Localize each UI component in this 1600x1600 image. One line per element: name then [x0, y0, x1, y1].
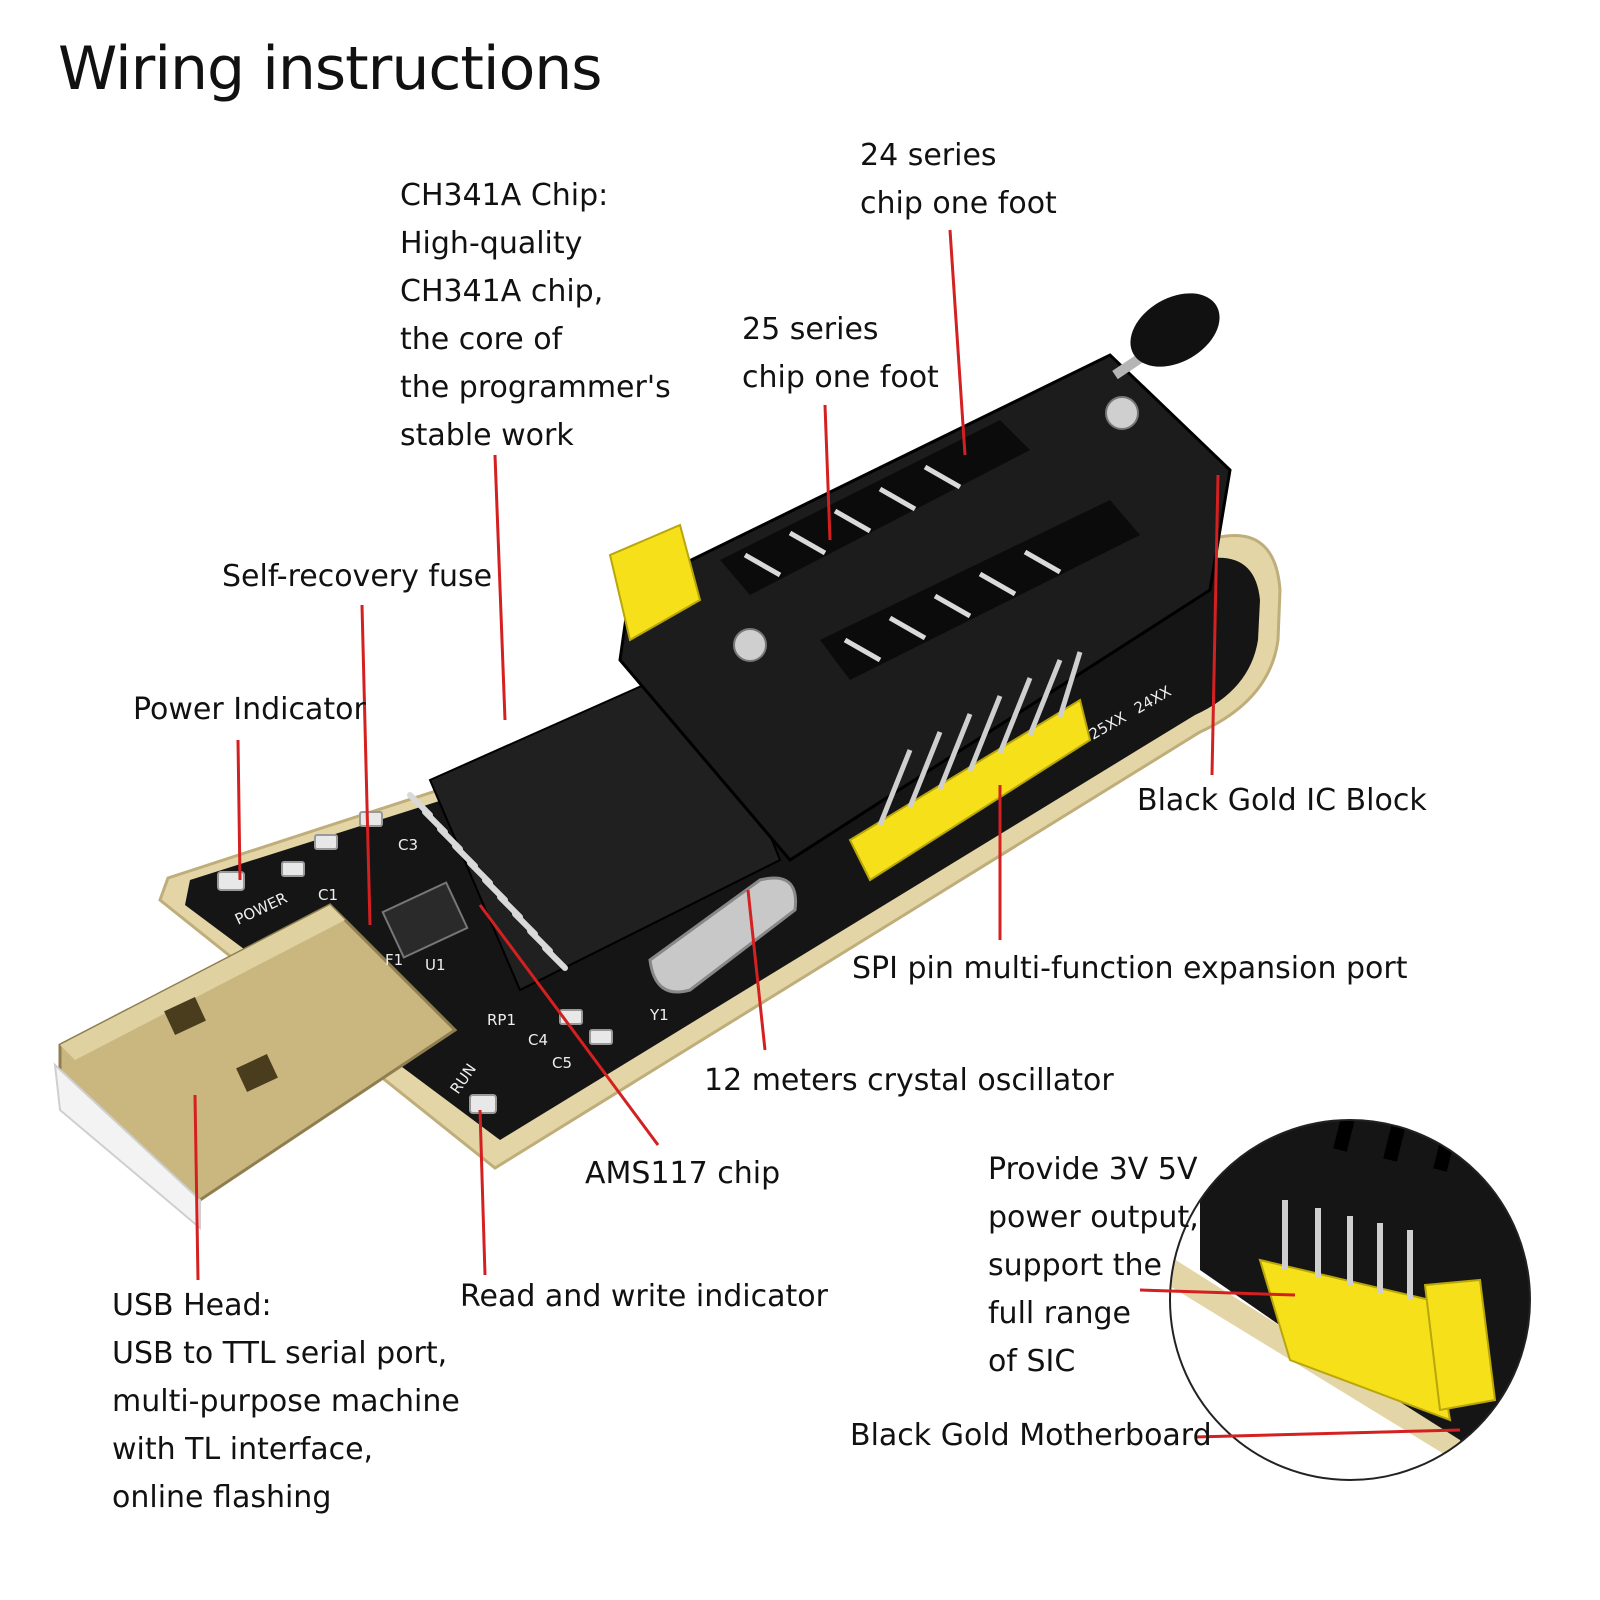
silk-c1: C1 [318, 886, 338, 904]
page-title: Wiring instructions [58, 34, 603, 104]
power-led [217, 871, 245, 891]
socket-contacts [743, 464, 1062, 663]
usb-contact-window [164, 997, 206, 1035]
label-power-indicator: Power Indicator [133, 692, 366, 727]
zif-socket [618, 293, 1232, 862]
usb-contact-window [236, 1054, 278, 1092]
leader-fuse [360, 604, 372, 926]
silk-c5: C5 [552, 1054, 572, 1072]
label-fuse: Self-recovery fuse [222, 559, 493, 594]
silk-c4: C4 [528, 1031, 548, 1049]
inset-jumper [1423, 1278, 1497, 1412]
silk-u1: U1 [425, 956, 446, 974]
leader-motherboard [1194, 1428, 1461, 1439]
label-ams117: AMS117 chip [585, 1156, 781, 1191]
inset-header [1258, 1258, 1452, 1422]
label-ic-block: Black Gold IC Block [1137, 783, 1427, 818]
chip-pins [407, 792, 568, 971]
run-led [469, 1094, 497, 1114]
spi-header [848, 651, 1092, 882]
leader-ic-block [1210, 474, 1220, 776]
ams117-chip-body [381, 881, 469, 959]
label-spi-port: SPI pin multi-function expansion port [852, 951, 1408, 986]
lever-knob [1130, 293, 1220, 367]
socket-screw [733, 628, 767, 662]
leader-ch341a [493, 454, 507, 721]
leader-rw-indicator [478, 1109, 487, 1276]
leader-power-output [1139, 1288, 1296, 1297]
label-crystal: 12 meters crystal oscillator [704, 1063, 1114, 1098]
leader-usb [193, 1094, 200, 1281]
usb-plug [53, 903, 458, 1231]
silk-rp1: RP1 [487, 1011, 516, 1029]
label-usb-head: USB Head:USB to TTL serial port,multi-pu… [112, 1288, 460, 1515]
silk-f1: F1 [385, 951, 403, 969]
silk-y1: Y1 [649, 1006, 669, 1024]
smd-components [217, 811, 613, 1114]
leader-crystal [746, 889, 767, 1051]
leader-power-indicator [236, 739, 242, 881]
leader-24-series [948, 229, 967, 456]
label-rw-indicator: Read and write indicator [460, 1279, 828, 1314]
leader-25-series [823, 404, 832, 541]
yellow-jumper [608, 523, 702, 642]
crystal-oscillator [648, 876, 798, 994]
silk-c3: C3 [398, 836, 418, 854]
leader-ams117 [478, 904, 660, 1146]
label-motherboard: Black Gold Motherboard [850, 1418, 1212, 1453]
socket-screw [1105, 396, 1139, 430]
leader-lines [193, 229, 1461, 1439]
